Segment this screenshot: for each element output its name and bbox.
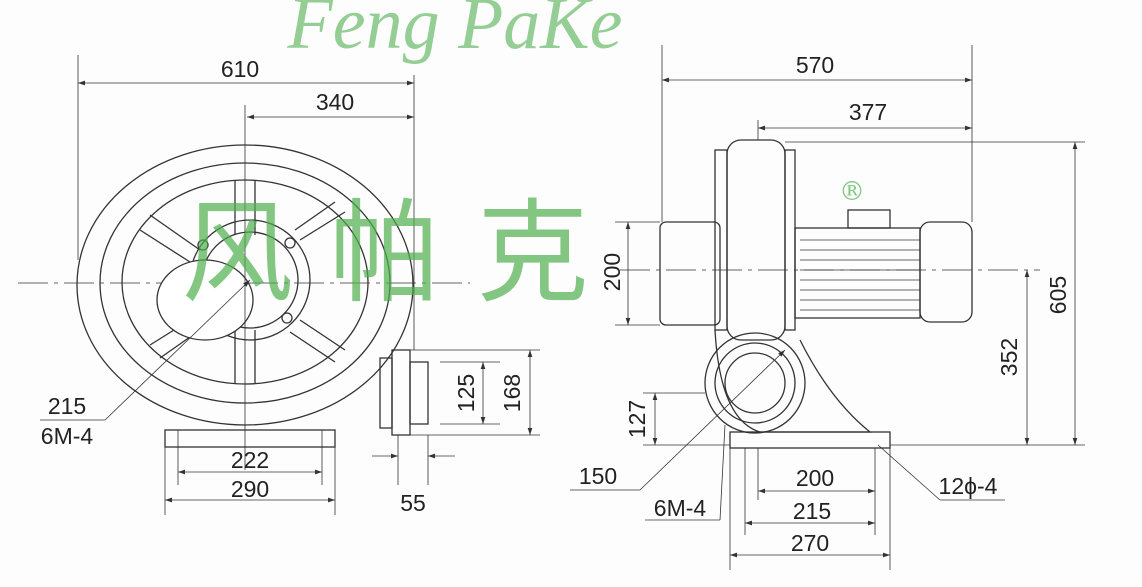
side-view-dimensions: 570 377 605 352 200 127 150 6M-4 200 215… [579, 52, 1071, 556]
dim-570: 570 [796, 52, 834, 78]
dim-125: 125 [453, 374, 479, 412]
side-view [570, 45, 1085, 570]
dim-270: 270 [791, 530, 829, 556]
watermark-chinese: 风 帕 克 [181, 189, 588, 319]
dim-222: 222 [231, 447, 269, 473]
dim-290: 290 [231, 476, 269, 502]
dim-168: 168 [499, 374, 525, 412]
dim-215-base: 215 [793, 498, 831, 524]
dim-352: 352 [996, 338, 1022, 376]
front-view [18, 55, 540, 515]
registered-mark: ® [839, 177, 865, 207]
bolt-spec: 6M-4 [41, 423, 94, 449]
dim-55: 55 [400, 490, 426, 516]
dim-200-base: 200 [796, 465, 834, 491]
dim-215: 215 [48, 393, 86, 419]
dim-200-vertical: 200 [599, 253, 625, 291]
dim-605: 605 [1045, 276, 1071, 314]
watermark: 风 帕 克 ® Feng PaKe [181, 0, 865, 319]
front-view-dimensions: 610 340 215 6M-4 222 290 55 125 168 [41, 56, 525, 516]
dim-610: 610 [221, 56, 259, 82]
bolt-spec-side: 6M-4 [654, 495, 707, 521]
watermark-latin: Feng PaKe [287, 0, 623, 65]
dim-150: 150 [579, 463, 617, 489]
dim-127: 127 [624, 400, 650, 438]
mount-holes: 12ϕ-4 [939, 473, 998, 499]
dim-377: 377 [849, 99, 887, 125]
dim-340: 340 [316, 89, 354, 115]
